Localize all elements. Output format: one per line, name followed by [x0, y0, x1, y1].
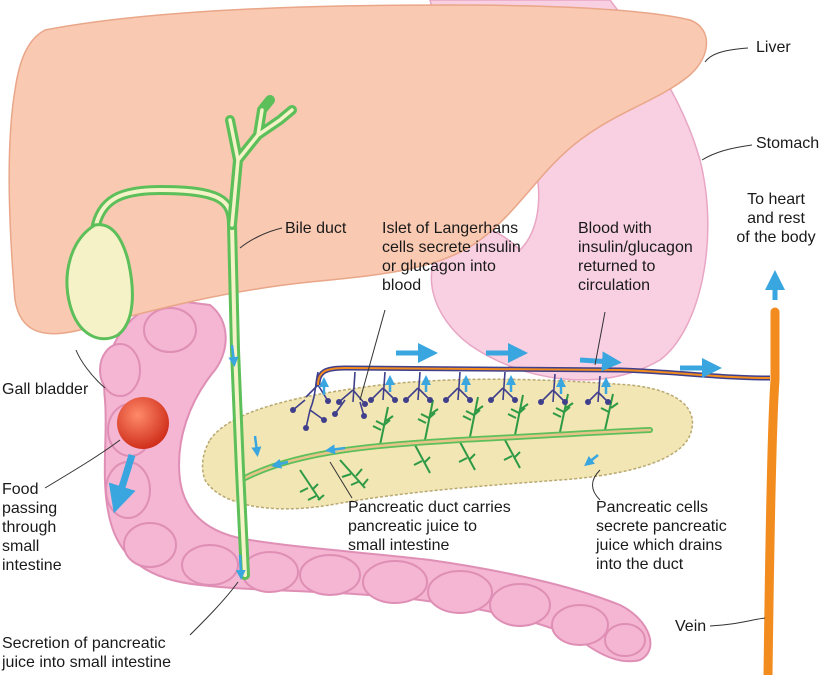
bile-duct [90, 95, 297, 580]
gall-bladder [65, 223, 134, 341]
label-food-passing: Food passing through small intestine [2, 481, 62, 574]
label-pancreatic-cells: Pancreatic cells secrete pancreatic juic… [596, 499, 727, 573]
vein [763, 307, 780, 675]
label-secretion: Secretion of pancreatic juice into small… [2, 635, 171, 671]
label-pancreatic-duct: Pancreatic duct carries pancreatic juice… [348, 499, 511, 554]
label-blood-with-insulin: Blood with insulin/glucagon returned to … [578, 220, 693, 294]
small-flow-arrows [228, 344, 611, 580]
islet-vessel-nodes [290, 397, 611, 431]
label-stomach: Stomach [756, 135, 820, 152]
food-bolus [117, 397, 169, 449]
liver [8, 4, 708, 335]
label-vein: Vein [675, 618, 707, 635]
pancreas [201, 378, 694, 510]
label-islet-of-langerhans: Islet of Langerhans cells secrete insuli… [382, 220, 521, 294]
label-to-heart: To heart and rest of the body [736, 191, 816, 246]
label-gall-bladder: Gall bladder [2, 381, 89, 398]
food-direction-arrow [108, 453, 136, 514]
pancreatic-acini [299, 393, 619, 501]
label-bile-duct: Bile duct [285, 220, 347, 237]
leader-lines [44, 47, 766, 636]
label-liver: Liver [756, 39, 791, 56]
